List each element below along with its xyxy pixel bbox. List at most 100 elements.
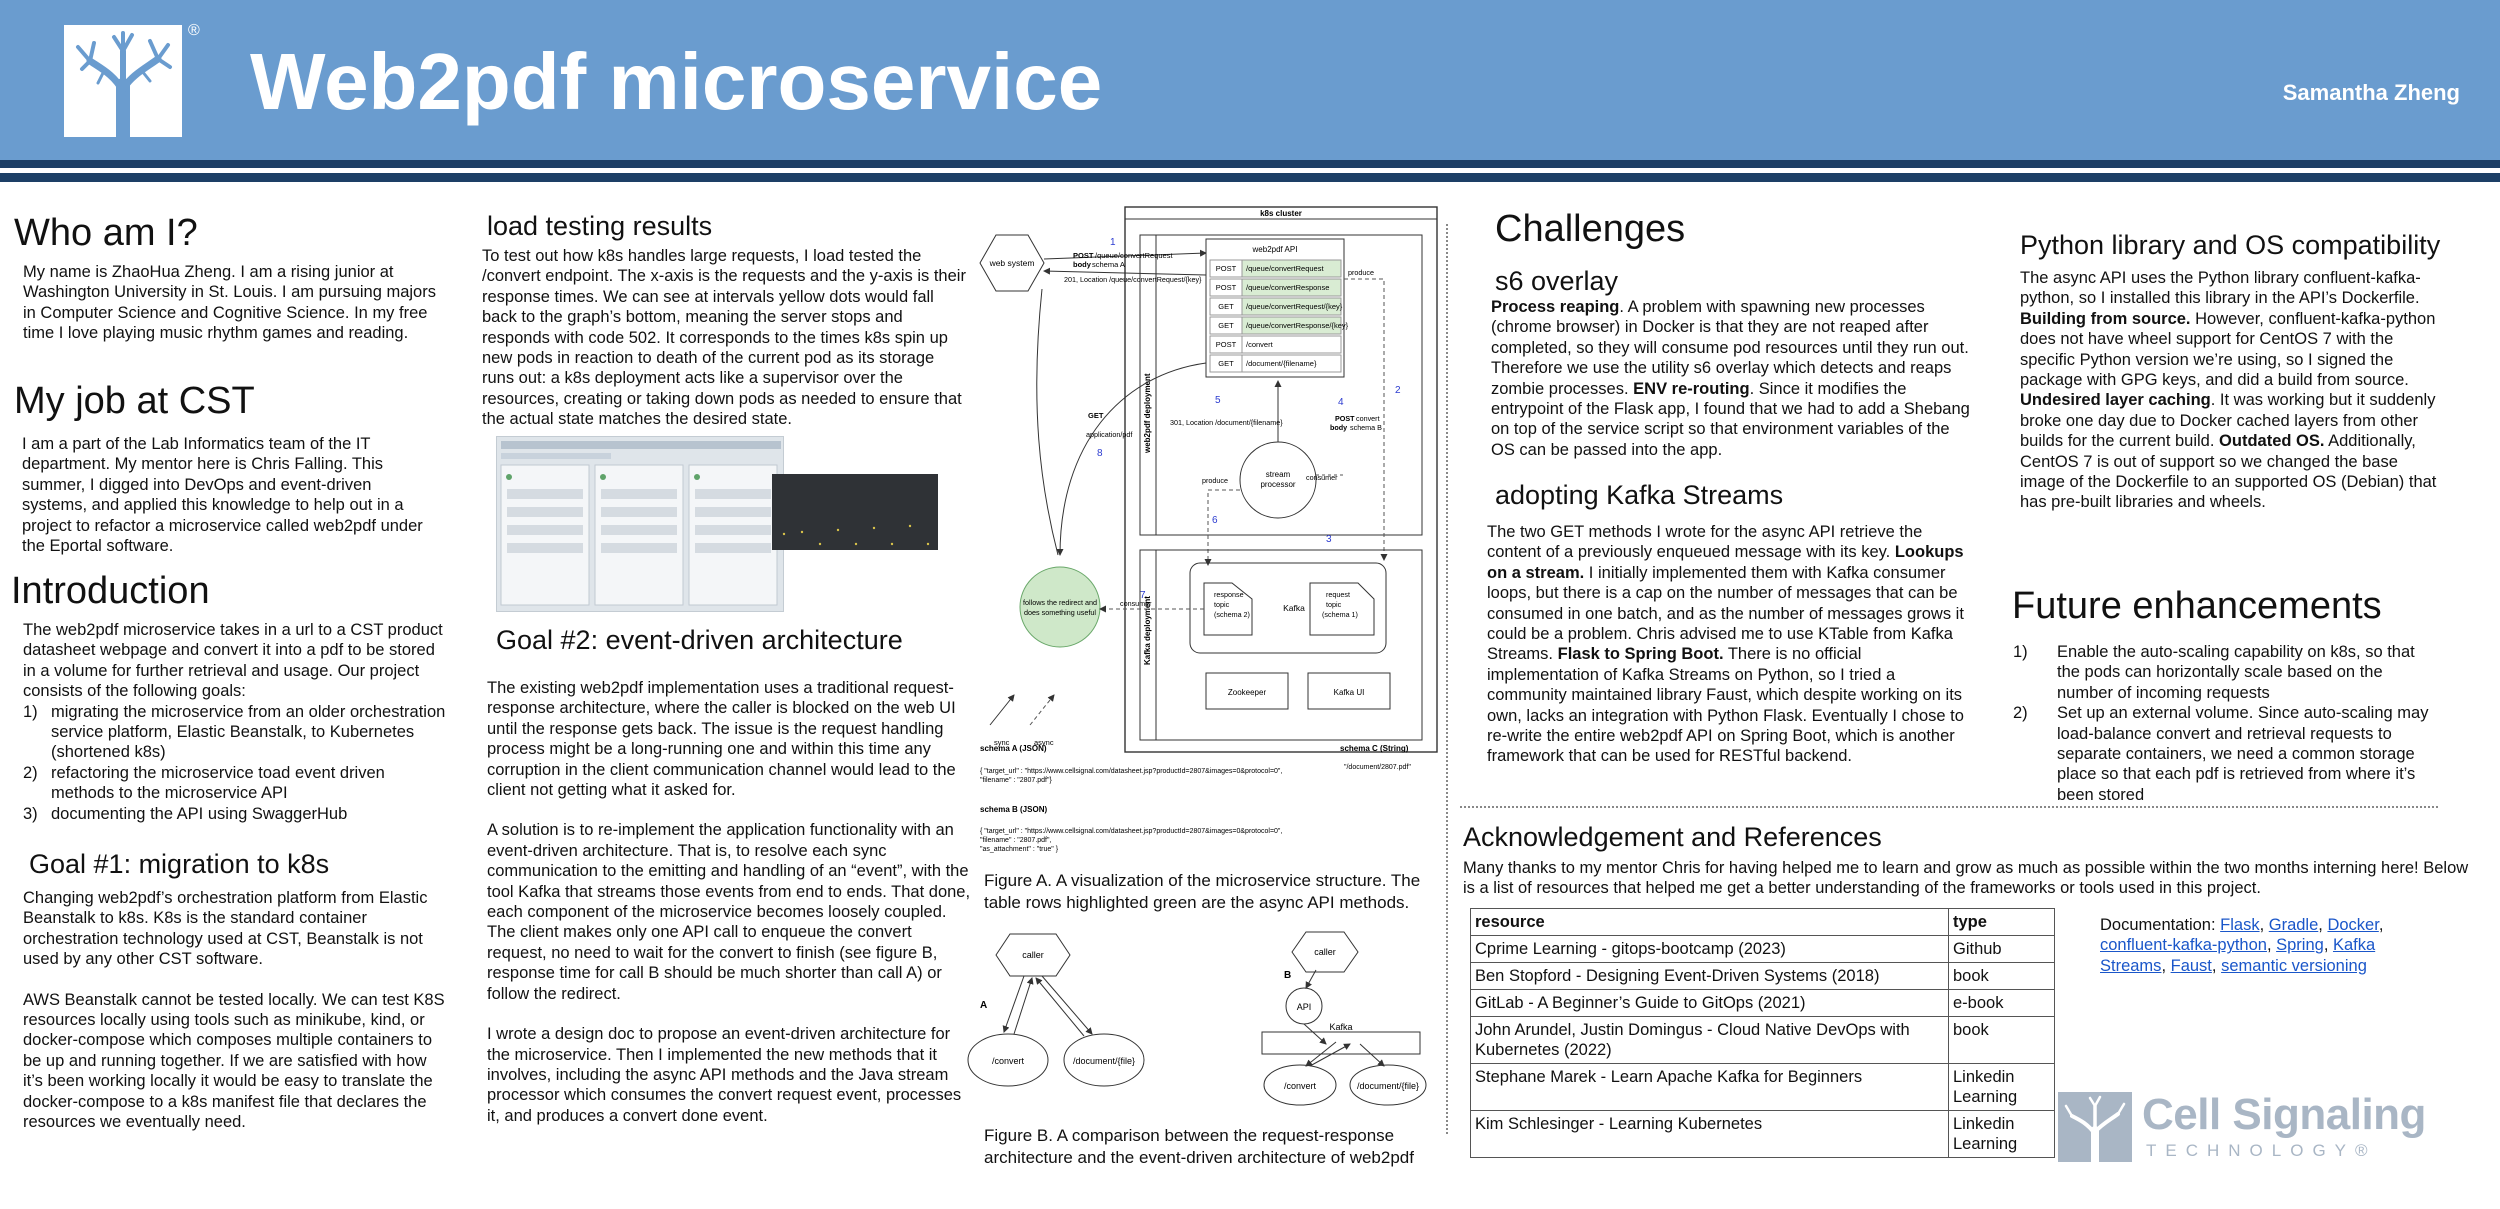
svg-text:POST: POST — [1216, 264, 1237, 273]
stream-processor-label: stream — [1266, 470, 1291, 479]
goal2-heading: Goal #2: event-driven architecture — [496, 625, 903, 655]
header-band — [0, 160, 2500, 168]
goal1-heading: Goal #1: migration to k8s — [29, 849, 330, 879]
svg-text:topic: topic — [1214, 600, 1230, 609]
k8s-cluster-label: k8s cluster — [1260, 209, 1302, 218]
table-row: Cprime Learning - gitops-bootcamp (2023)… — [1470, 935, 2055, 963]
svg-text:produce: produce — [1348, 268, 1374, 277]
references-table-wrap: resource type Cprime Learning - gitops-b… — [1470, 908, 2055, 1158]
svg-text:GET: GET — [1218, 302, 1234, 311]
my-job-heading: My job at CST — [14, 380, 255, 422]
svg-text:/convert: /convert — [1246, 340, 1274, 349]
figure-b-diagram: caller A /convert /document/{file} calle… — [966, 930, 1436, 1110]
introduction-text: The web2pdf microservice takes in a url … — [23, 620, 448, 824]
list-item: 1)migrating the microservice from an old… — [23, 702, 446, 762]
link-semantic-versioning[interactable]: semantic versioning — [2221, 956, 2367, 975]
documentation-links: Documentation: Flask, Gradle, Docker, co… — [2100, 916, 2384, 975]
svg-text:POST: POST — [1335, 414, 1355, 423]
link-kafka-streams[interactable]: Kafka Streams — [2100, 936, 2376, 975]
svg-text:response: response — [1214, 590, 1244, 599]
load-testing-text: To test out how k8s handles large reques… — [482, 247, 966, 429]
svg-text:caller: caller — [1022, 950, 1044, 960]
goal2-paragraph: I wrote a design doc to propose an event… — [487, 1025, 962, 1125]
svg-text:6: 6 — [1212, 515, 1218, 526]
schema-a-label: schema A (JSON) — [980, 744, 1047, 753]
kafka-streams-text: The two GET methods I wrote for the asyn… — [1487, 523, 1964, 766]
svg-text:request: request — [1326, 590, 1350, 599]
acknowledgement-text: Many thanks to my mentor Chris for havin… — [1463, 859, 2469, 898]
svg-text:/queue/convertResponse: /queue/convertResponse — [1246, 283, 1329, 292]
column-divider — [1446, 224, 1448, 1134]
svg-text:body: body — [1330, 423, 1347, 432]
my-job-text: I am a part of the Lab Informatics team … — [22, 435, 423, 556]
post-label: POST — [1073, 251, 1094, 260]
svg-text:consumer: consumer — [1306, 473, 1338, 482]
future-list: 1)Enable the auto-scaling capability on … — [2013, 642, 2438, 805]
svg-text:processor: processor — [1260, 480, 1295, 489]
future-heading: Future enhancements — [2012, 585, 2382, 627]
link-faust[interactable]: Faust — [2170, 956, 2212, 975]
svg-text:"filename" : "2807.pdf",: "filename" : "2807.pdf", — [980, 837, 1051, 844]
svg-text:POST: POST — [1216, 283, 1237, 292]
svg-text:topic: topic — [1326, 600, 1342, 609]
goal2-paragraph: The existing web2pdf implementation uses… — [487, 679, 956, 800]
table-header-row: resource type — [1470, 908, 2055, 936]
link-gradle[interactable]: Gradle — [2268, 916, 2319, 934]
svg-text:/convert: /convert — [1284, 1081, 1317, 1091]
svg-text:/document/{file}: /document/{file} — [1073, 1056, 1135, 1066]
post-path: /queue/convertRequest — [1095, 251, 1173, 260]
figure-b-caption: Figure B. A comparison between the reque… — [984, 1126, 1414, 1167]
schema-b-label: schema B (JSON) — [980, 805, 1047, 814]
introduction-body: The web2pdf microservice takes in a url … — [23, 621, 443, 701]
s6-overlay-text: Process reaping. A problem with spawning… — [1491, 298, 1970, 459]
link-flask[interactable]: Flask — [2220, 916, 2260, 934]
svg-text:8: 8 — [1097, 448, 1103, 459]
link-docker[interactable]: Docker — [2327, 916, 2379, 934]
svg-text:does something useful: does something useful — [1024, 608, 1096, 617]
svg-text:/queue/convertResponse/{key}: /queue/convertResponse/{key} — [1246, 321, 1349, 330]
list-item: 2)refactoring the microservice toad even… — [23, 763, 385, 803]
svg-text:Zookeeper: Zookeeper — [1228, 688, 1267, 697]
svg-text:7: 7 — [1140, 590, 1146, 601]
who-am-i-heading: Who am I? — [14, 212, 198, 254]
table-row: Stephane Marek - Learn Apache Kafka for … — [1470, 1063, 2055, 1111]
table-row: John Arundel, Justin Domingus - Cloud Na… — [1470, 1016, 2055, 1064]
goal2-paragraph: A solution is to re-implement the applic… — [487, 821, 971, 1003]
api-table-rows: POST/queue/convertRequest POST/queue/con… — [1209, 259, 1349, 373]
svg-text:/document/{file}: /document/{file} — [1357, 1081, 1419, 1091]
svg-text:1: 1 — [1110, 237, 1116, 248]
svg-text:Kafka UI: Kafka UI — [1334, 688, 1365, 697]
acknowledgement-heading: Acknowledgement and References — [1463, 822, 1882, 852]
svg-text:{ "target_url" : "https://www.: { "target_url" : "https://www.cellsignal… — [980, 828, 1282, 835]
svg-text:convert: convert — [1356, 414, 1380, 423]
svg-text:{ "target_url" : "https://www.: { "target_url" : "https://www.cellsignal… — [980, 768, 1282, 775]
poster-title: Web2pdf microservice — [250, 37, 1103, 126]
web2pdf-deployment-label: web2pdf deployment — [1143, 373, 1152, 454]
svg-text:A: A — [980, 1000, 987, 1011]
link-spring[interactable]: Spring — [2276, 936, 2324, 955]
svg-text:application/pdf: application/pdf — [1086, 430, 1132, 439]
location-doc-label: 301, Location /document/{filename} — [1170, 418, 1283, 427]
svg-text:caller: caller — [1314, 947, 1336, 957]
svg-text:GET: GET — [1088, 411, 1104, 420]
cell-signaling-logo-icon — [2058, 1092, 2438, 1168]
load-testing-heading: load testing results — [487, 211, 713, 241]
svg-text:/queue/convertRequest: /queue/convertRequest — [1246, 264, 1324, 273]
table-row: Ben Stopford - Designing Event-Driven Sy… — [1470, 962, 2055, 990]
link-confluent-kafka-python[interactable]: confluent-kafka-python — [2100, 936, 2267, 955]
tree-logo-icon — [64, 25, 182, 144]
poster-author: Samantha Zheng — [2282, 80, 2460, 105]
goal2-text: The existing web2pdf implementation uses… — [487, 678, 975, 1126]
svg-text:2: 2 — [1395, 385, 1401, 396]
goal1-paragraph: Changing web2pdf’s orchestration platfor… — [23, 889, 428, 969]
svg-text:"as_attachment" : "true" }: "as_attachment" : "true" } — [980, 846, 1059, 853]
list-item: 1)Enable the auto-scaling capability on … — [2013, 643, 2415, 702]
table-header: type — [1948, 908, 2055, 936]
figure-a-diagram: k8s cluster web2pdf deployment web syste… — [970, 205, 1450, 865]
python-lib-text: The async API uses the Python library co… — [2020, 269, 2437, 512]
svg-text:produce: produce — [1202, 476, 1228, 485]
svg-text:/document/{filename}: /document/{filename} — [1246, 359, 1317, 368]
svg-text:POST: POST — [1216, 340, 1237, 349]
goal1-text: Changing web2pdf’s orchestration platfor… — [23, 888, 448, 1132]
registered-mark: ® — [188, 22, 200, 39]
